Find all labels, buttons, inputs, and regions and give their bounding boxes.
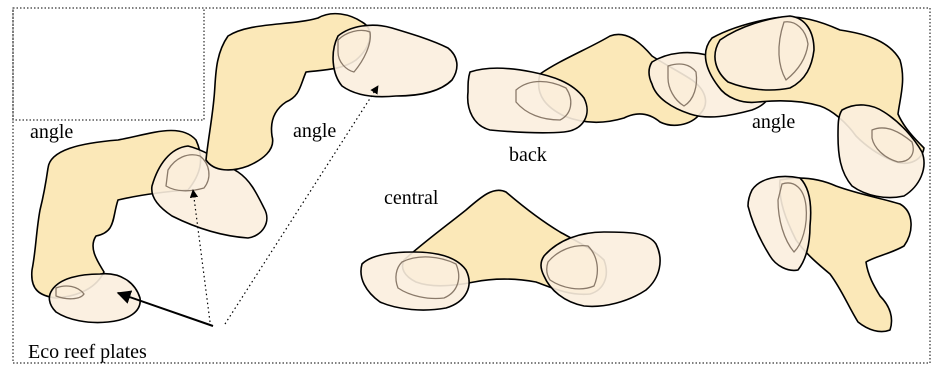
central-group <box>360 189 661 311</box>
label-angle-right: angle <box>752 111 795 133</box>
angle-plate-top-middle <box>205 12 371 171</box>
reef-plate-right-top-left <box>714 15 815 91</box>
angle-group-left <box>31 129 268 324</box>
label-central: central <box>384 187 439 209</box>
angle-plate-right-bottom <box>778 177 912 333</box>
reef-plate-right-top-bottom <box>837 104 925 199</box>
reef-plate-left-top <box>150 145 268 239</box>
reef-plate-central-right <box>540 231 661 308</box>
reef-plate-central-left <box>360 251 470 311</box>
angle-group-top-middle <box>205 12 458 171</box>
pointer-arrow-bottom-plate <box>116 290 214 327</box>
reef-plate-right-bottom <box>747 175 812 272</box>
label-angle-top-left: angle <box>30 121 73 143</box>
inset-box <box>12 7 205 121</box>
reef-plate-top-middle <box>332 24 458 98</box>
outer-frame <box>12 7 931 364</box>
label-angle-top-middle: angle <box>293 120 336 142</box>
label-back: back <box>509 144 547 166</box>
angle-group-right-top <box>704 15 925 199</box>
label-eco-reef-plates: Eco reef plates <box>28 341 147 363</box>
angle-group-right-bottom <box>747 175 912 333</box>
back-group <box>466 33 772 134</box>
